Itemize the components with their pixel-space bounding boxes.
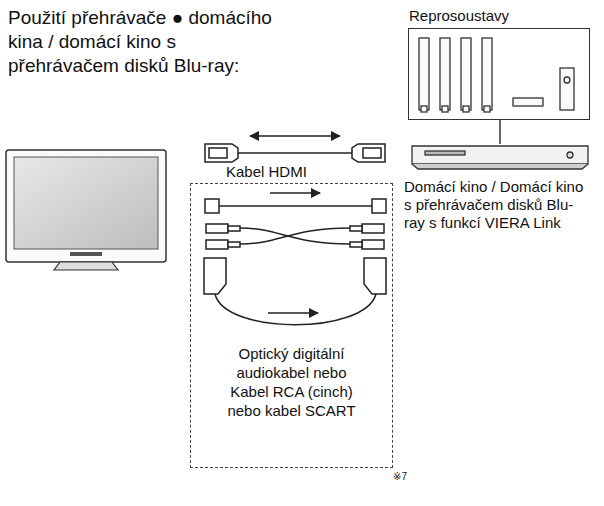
diagram-title: Použití přehrávače ● domácího kina / dom… [8,6,290,78]
tv-illustration [6,150,166,270]
speaker-box: Reprosoustavy [408,28,590,120]
speaker-set [419,38,574,112]
node-label: Reprosoustavy [409,7,509,24]
scart-cable [204,258,386,325]
node-label: Optický digitální audiokabel nebo Kabel … [222,344,362,420]
rca-cable [206,224,384,249]
cable-option-group: Optický digitální audiokabel nebo Kabel … [190,183,393,468]
home-theater-box: Domácí kino / Domácí kino s přehrávačem … [410,144,590,171]
node-label: Domácí kino / Domácí kino s přehrávačem … [404,178,594,232]
footnote-number: ※7 [393,471,407,482]
optical-cable [205,193,386,213]
cable-label: Kabel HDMI [226,163,307,180]
hdmi-cable [205,136,385,162]
home-theater-unit [412,146,588,169]
connector-line [499,120,501,144]
